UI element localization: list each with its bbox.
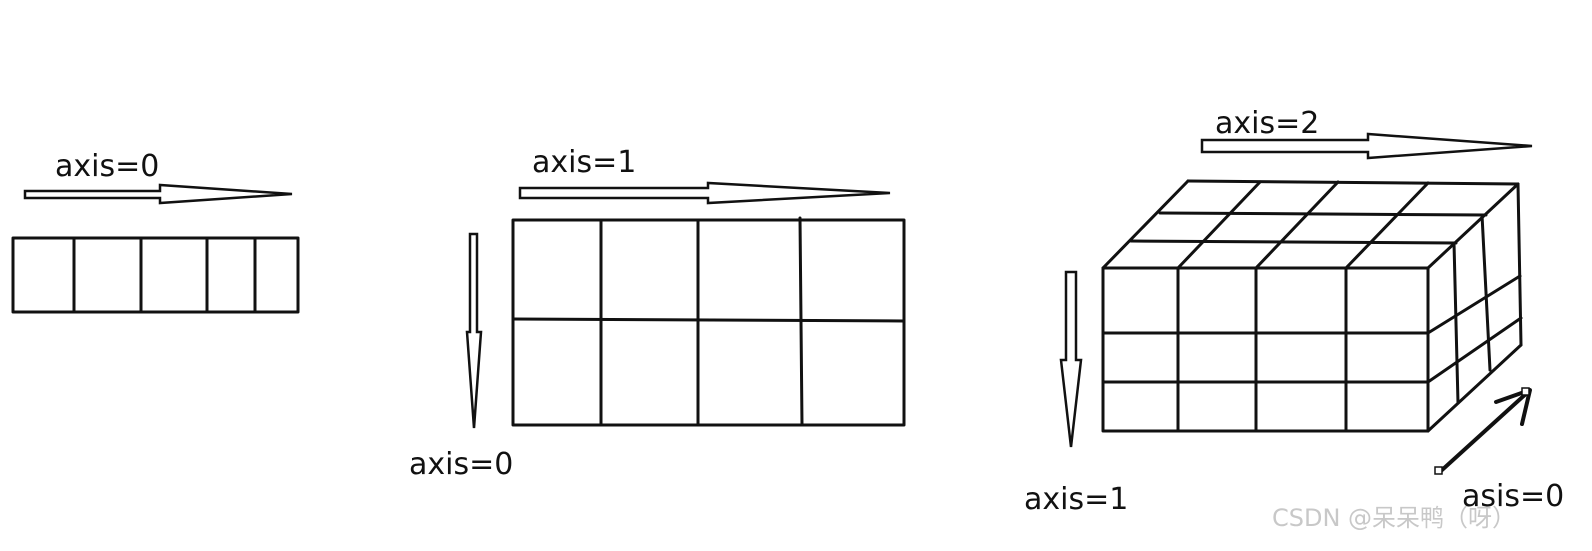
depth-arrow-handle-end	[1521, 387, 1530, 396]
cube-right-depth-divider	[1452, 241, 1460, 405]
cube-front-face	[1101, 266, 1430, 433]
depth-arrow-shaft	[1440, 390, 1530, 472]
cube-top-edge	[1101, 179, 1190, 270]
watermark: CSDN @呆呆鸭（呀）	[1272, 504, 1516, 532]
cube-right-row-divider	[1426, 316, 1523, 384]
array-2d-outline	[511, 218, 906, 427]
array-2d-col-divider	[798, 216, 804, 427]
cube-top-depth-divider	[1158, 211, 1488, 217]
array-3d-axis0-arrow	[1434, 387, 1532, 475]
cube-top-col-divider	[1344, 181, 1430, 270]
cube-right-depth-divider	[1480, 213, 1492, 372]
array-3d-axis2-label: axis=2	[1215, 106, 1319, 141]
cube-top-edge	[1186, 179, 1520, 186]
cube-top-edge	[1426, 182, 1520, 270]
array-2d-axis1-label: axis=1	[532, 145, 636, 180]
array-2d-grid	[511, 216, 906, 427]
cube-top-col-divider	[1254, 180, 1340, 270]
array-1d-axis-label: axis=0	[55, 149, 159, 184]
array-2d: axis=1 axis=0	[409, 145, 906, 482]
array-2d-row-divider	[511, 317, 906, 323]
array-3d-axis1-label: axis=1	[1024, 482, 1128, 517]
array-3d: axis=2 axis=1	[1024, 106, 1564, 532]
array-1d-grid	[11, 236, 300, 314]
cube-right-row-divider	[1426, 274, 1522, 335]
depth-arrow-handle-start	[1434, 466, 1443, 475]
cube-top-col-divider	[1176, 180, 1262, 270]
array-3d-axis0-label: asis=0	[1462, 479, 1564, 514]
depth-arrow-head	[1494, 388, 1532, 426]
array-1d: axis=0	[11, 149, 300, 314]
cube-right-edge	[1426, 343, 1523, 433]
array-3d-axis2-arrow	[1200, 132, 1533, 160]
cube-top-depth-divider	[1129, 239, 1458, 245]
array-3d-axis1-arrow	[1059, 270, 1083, 448]
array-2d-axis0-label: axis=0	[409, 447, 513, 482]
array-2d-axis1-arrow	[518, 181, 891, 205]
array-2d-axis0-arrow	[465, 232, 483, 429]
array-3d-cube	[1101, 179, 1523, 433]
array-1d-axis-arrow	[23, 183, 293, 205]
array-1d-outline	[11, 236, 300, 314]
